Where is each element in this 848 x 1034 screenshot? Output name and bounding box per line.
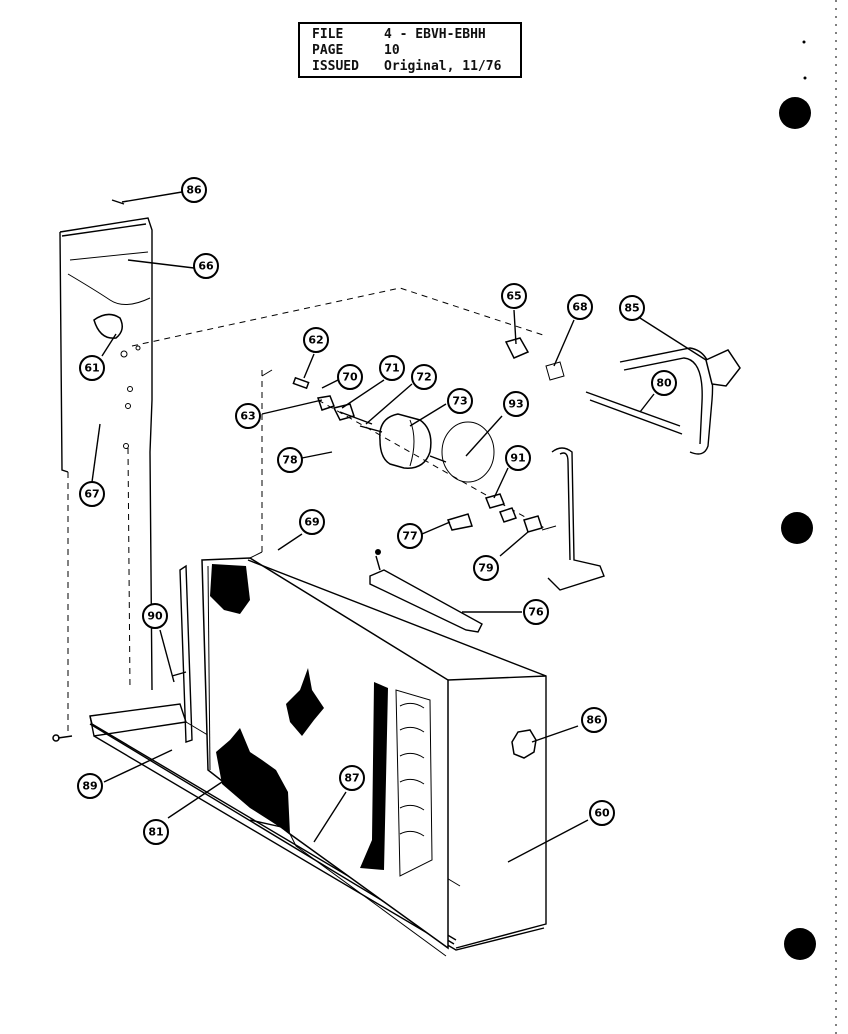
svg-text:86: 86 bbox=[186, 184, 202, 197]
svg-text:90: 90 bbox=[147, 610, 163, 623]
issued-row: ISSUED Original, 11/76 bbox=[312, 59, 501, 74]
knob-part bbox=[511, 729, 537, 759]
binder-hole-top bbox=[779, 97, 811, 129]
svg-text:72: 72 bbox=[416, 371, 431, 384]
svg-text:78: 78 bbox=[282, 454, 297, 467]
callout-61: 61 bbox=[79, 355, 105, 381]
callout-65: 65 bbox=[501, 283, 527, 309]
tube-assembly bbox=[585, 347, 741, 455]
cabinet-outline bbox=[261, 369, 273, 377]
svg-text:60: 60 bbox=[594, 807, 610, 820]
callout-62: 62 bbox=[303, 327, 329, 353]
issued-label: ISSUED bbox=[312, 59, 359, 74]
front-upright bbox=[179, 564, 193, 743]
page-label: PAGE bbox=[312, 43, 344, 58]
file-header-box: FILE 4 - EBVH-EBHH PAGE 10 ISSUED Original,… bbox=[298, 22, 522, 78]
callout-93: 93 bbox=[503, 391, 529, 417]
callout-78: 78 bbox=[277, 447, 303, 473]
cabinet-outline bbox=[131, 287, 547, 347]
callout-89: 89 bbox=[77, 773, 103, 799]
svg-text:76: 76 bbox=[528, 606, 544, 619]
small-part bbox=[499, 507, 517, 523]
leader-lines bbox=[91, 191, 707, 863]
motor-mount-part bbox=[93, 313, 123, 339]
callout-90: 90 bbox=[142, 603, 168, 629]
issued-value: Original, 11/76 bbox=[384, 59, 502, 74]
svg-text:89: 89 bbox=[82, 780, 97, 793]
file-label: FILE bbox=[312, 27, 344, 42]
page-row: PAGE 10 bbox=[312, 43, 400, 58]
callout-86-knob: 86 bbox=[581, 707, 607, 733]
callout-77: 77 bbox=[397, 523, 423, 549]
svg-text:65: 65 bbox=[506, 290, 521, 303]
front-upright bbox=[171, 671, 187, 677]
callout-91: 91 bbox=[505, 445, 531, 471]
callout-67: 67 bbox=[79, 481, 105, 507]
callout-69: 69 bbox=[299, 509, 325, 535]
callout-60: 60 bbox=[589, 800, 615, 826]
svg-text:63: 63 bbox=[240, 410, 255, 423]
svg-text:81: 81 bbox=[148, 826, 163, 839]
coil-block bbox=[201, 551, 547, 957]
binder-hole-middle bbox=[781, 512, 813, 544]
svg-text:71: 71 bbox=[384, 362, 399, 375]
page-value: 10 bbox=[384, 43, 400, 58]
svg-text:87: 87 bbox=[344, 772, 359, 785]
callout-73: 73 bbox=[447, 388, 473, 414]
side-panel bbox=[59, 217, 153, 736]
fitting-part bbox=[504, 337, 530, 359]
svg-text:86: 86 bbox=[586, 714, 602, 727]
callout-79: 79 bbox=[473, 555, 499, 581]
edge-mark bbox=[802, 40, 806, 44]
svg-text:73: 73 bbox=[452, 395, 467, 408]
svg-text:66: 66 bbox=[198, 260, 214, 273]
top-bracket bbox=[369, 549, 483, 633]
callout-71: 71 bbox=[379, 355, 405, 381]
callout-85: 85 bbox=[619, 295, 645, 321]
callout-86-top: 86 bbox=[181, 177, 207, 203]
callout-70: 70 bbox=[337, 364, 363, 390]
callout-66: 66 bbox=[193, 253, 219, 279]
callout-68: 68 bbox=[567, 294, 593, 320]
file-value: 4 - EBVH-EBHH bbox=[384, 27, 486, 42]
svg-text:79: 79 bbox=[478, 562, 493, 575]
edge-mark bbox=[803, 76, 807, 80]
svg-text:67: 67 bbox=[84, 488, 99, 501]
callout-63: 63 bbox=[235, 403, 261, 429]
small-part bbox=[446, 513, 473, 531]
svg-text:85: 85 bbox=[624, 302, 639, 315]
svg-text:62: 62 bbox=[308, 334, 323, 347]
support-bracket bbox=[541, 447, 605, 591]
callout-81: 81 bbox=[143, 819, 169, 845]
svg-text:80: 80 bbox=[656, 377, 672, 390]
callout-76: 76 bbox=[523, 599, 549, 625]
svg-text:61: 61 bbox=[84, 362, 99, 375]
file-row: FILE 4 - EBVH-EBHH bbox=[312, 27, 486, 42]
svg-text:70: 70 bbox=[342, 371, 358, 384]
screw-part bbox=[111, 199, 125, 205]
callout-80: 80 bbox=[651, 370, 677, 396]
callout-72: 72 bbox=[411, 364, 437, 390]
svg-text:93: 93 bbox=[508, 398, 523, 411]
svg-text:77: 77 bbox=[402, 530, 417, 543]
small-part bbox=[523, 515, 543, 533]
binder-hole-bottom bbox=[784, 928, 816, 960]
callout-87: 87 bbox=[339, 765, 365, 791]
svg-text:91: 91 bbox=[510, 452, 525, 465]
svg-text:69: 69 bbox=[304, 516, 319, 529]
svg-text:68: 68 bbox=[572, 301, 587, 314]
ring-part bbox=[441, 421, 495, 483]
